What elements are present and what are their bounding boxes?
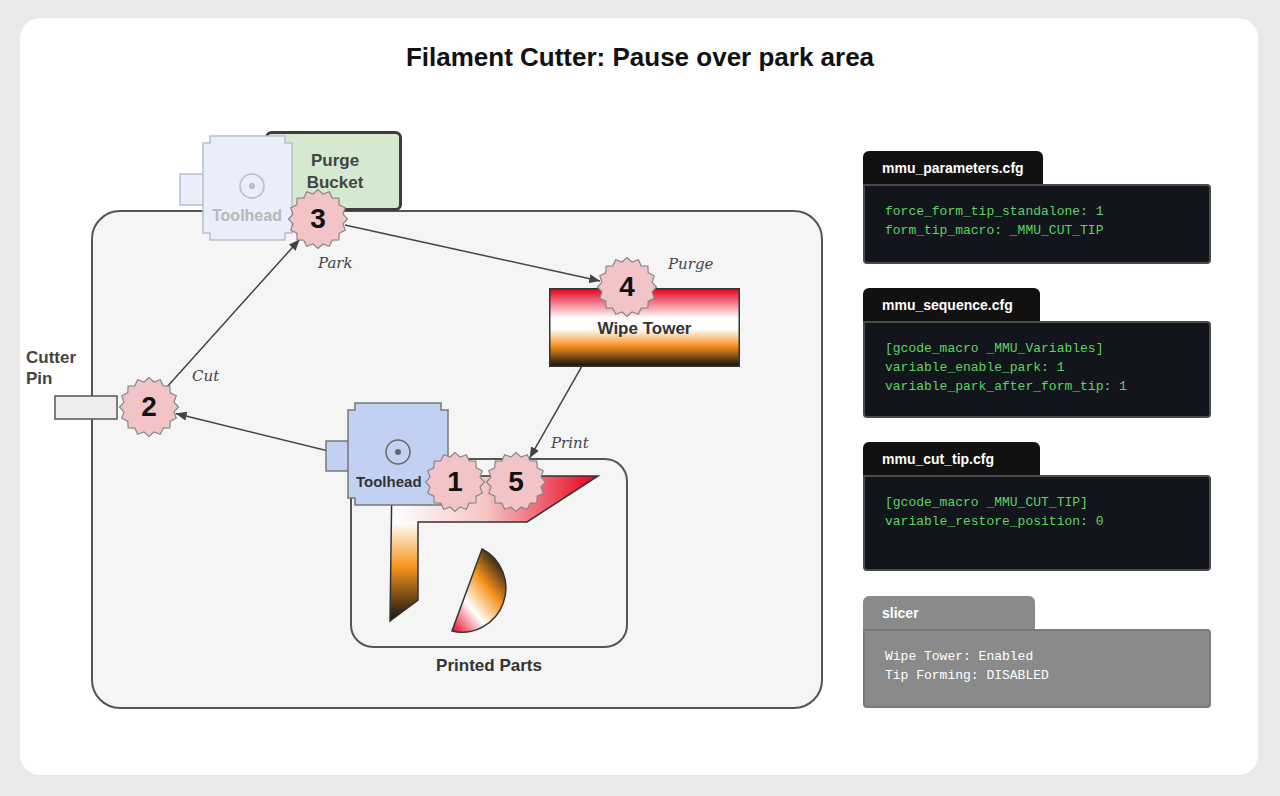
config-file-name: mmu_cut_tip.cfg: [882, 442, 994, 476]
text-slot: Cutter Pin: [26, 347, 90, 389]
config-body: force_form_tip_standalone: 1form_tip_mac…: [863, 184, 1211, 264]
callout-number: 3: [288, 189, 348, 249]
node-label: Printed Parts: [350, 655, 628, 677]
config-file-name: slicer: [882, 596, 919, 630]
step-label: Cut: [192, 367, 219, 385]
text-slot: Purge Bucket: [292, 150, 378, 194]
config-panel: mmu_sequence.cfg[gcode_macro _MMU_Variab…: [863, 288, 1211, 418]
text-slot: variable_restore_position: 0: [885, 512, 1103, 531]
config-line: Wipe Tower: Enabled: [885, 647, 1033, 666]
callout-outline: [598, 258, 657, 317]
text-slot: mmu_sequence.cfg: [882, 288, 1013, 322]
callout-number: 5: [486, 452, 546, 512]
text-slot: Filament Cutter: Pause over park area: [0, 40, 1280, 74]
config-line: Tip Forming: DISABLED: [885, 666, 1049, 685]
node-label: Wipe Tower: [549, 319, 740, 339]
text-slot: [gcode_macro _MMU_Variables]: [885, 339, 1103, 358]
text-slot: 5: [486, 452, 546, 512]
config-line: force_form_tip_standalone: 1: [885, 202, 1103, 221]
text-slot: [gcode_macro _MMU_CUT_TIP]: [885, 493, 1088, 512]
text-slot: Toolhead: [356, 472, 422, 492]
text-slot: mmu_parameters.cfg: [882, 151, 1024, 185]
node-label: Toolhead: [212, 206, 282, 226]
callout-number: 4: [597, 257, 657, 317]
config-body: [gcode_macro _MMU_Variables]variable_ena…: [863, 321, 1211, 418]
step-label: Purge: [668, 255, 713, 273]
config-tab: mmu_cut_tip.cfg: [863, 442, 1040, 476]
text-slot: slicer: [882, 596, 919, 630]
text-slot: Printed Parts: [350, 655, 628, 677]
text-slot: Park: [318, 254, 353, 272]
config-line: [gcode_macro _MMU_Variables]: [885, 339, 1103, 358]
step-label: Park: [318, 254, 353, 272]
callout-outline: [289, 190, 348, 249]
text-slot: Print: [551, 434, 589, 452]
parts-outline: [351, 459, 627, 647]
callout-number: 3: [288, 189, 348, 249]
text-slot: mmu_cut_tip.cfg: [882, 442, 994, 476]
nozzle-dot: [249, 183, 255, 189]
config-panel: mmu_cut_tip.cfg[gcode_macro _MMU_CUT_TIP…: [863, 442, 1211, 571]
text-slot: form_tip_macro: _MMU_CUT_TIP: [885, 221, 1103, 240]
config-file-name: mmu_sequence.cfg: [882, 288, 1013, 322]
config-line: [gcode_macro _MMU_CUT_TIP]: [885, 493, 1088, 512]
text-slot: Wipe Tower: [549, 319, 740, 339]
callout-number: 1: [425, 452, 485, 512]
config-line: form_tip_macro: _MMU_CUT_TIP: [885, 221, 1103, 240]
text-slot: variable_park_after_form_tip: 1: [885, 377, 1127, 396]
config-panel: mmu_parameters.cfgforce_form_tip_standal…: [863, 151, 1211, 264]
cutter-pin: Cutter Pin: [22, 347, 120, 421]
text-slot: force_form_tip_standalone: 1: [885, 202, 1103, 221]
text-slot: 1: [425, 452, 485, 512]
nozzle-dot: [395, 449, 401, 455]
toolhead-shape: [180, 136, 292, 240]
config-file-name: mmu_parameters.cfg: [882, 151, 1024, 185]
step-arrow: [167, 240, 299, 387]
card: [20, 18, 1258, 775]
callout-outline: [487, 453, 546, 512]
cutter-pin-body: [55, 396, 117, 419]
step-arrow: [345, 225, 600, 281]
parked-toolhead: Toolhead: [180, 136, 292, 240]
diagram-title: Filament Cutter: Pause over park area: [0, 40, 1280, 74]
text-slot: Wipe Tower: Enabled: [885, 647, 1033, 666]
printer-bed: [92, 211, 822, 708]
text-slot: Toolhead: [212, 206, 282, 226]
toolhead-tab: [180, 174, 204, 205]
callout-number: 2: [119, 377, 179, 437]
text-slot: Purge: [668, 255, 713, 273]
callout-number: 2: [119, 377, 179, 437]
node-label: Toolhead: [356, 472, 422, 492]
config-panel: slicerWipe Tower: EnabledTip Forming: DI…: [863, 596, 1211, 708]
text-slot: 3: [288, 189, 348, 249]
config-body: Wipe Tower: EnabledTip Forming: DISABLED: [863, 629, 1211, 708]
config-line: variable_park_after_form_tip: 1: [885, 377, 1127, 396]
callout-number: 5: [486, 452, 546, 512]
nozzle-icon: [386, 440, 410, 464]
callout-outline: [120, 378, 179, 437]
node-label: Cutter Pin: [26, 347, 90, 389]
printed-part-half-disc: [452, 549, 506, 632]
callout-outline: [426, 453, 485, 512]
text-slot: 2: [119, 377, 179, 437]
config-tab: mmu_parameters.cfg: [863, 151, 1043, 185]
text-slot: 4: [597, 257, 657, 317]
toolhead-body: [203, 136, 292, 240]
callout-number: 4: [597, 257, 657, 317]
text-slot: variable_enable_park: 1: [885, 358, 1064, 377]
config-line: variable_enable_park: 1: [885, 358, 1064, 377]
node-label: Purge Bucket: [292, 150, 378, 194]
config-body: [gcode_macro _MMU_CUT_TIP]variable_resto…: [863, 475, 1211, 571]
config-line: variable_restore_position: 0: [885, 512, 1103, 531]
toolhead-tab: [326, 441, 349, 471]
callout-number: 1: [425, 452, 485, 512]
text-slot: Tip Forming: DISABLED: [885, 666, 1049, 685]
step-label: Print: [551, 434, 589, 452]
config-tab: slicer: [863, 596, 1035, 630]
printed-part-leg: [390, 522, 418, 621]
nozzle-icon: [240, 174, 264, 198]
config-tab: mmu_sequence.cfg: [863, 288, 1040, 322]
text-slot: Cut: [192, 367, 219, 385]
